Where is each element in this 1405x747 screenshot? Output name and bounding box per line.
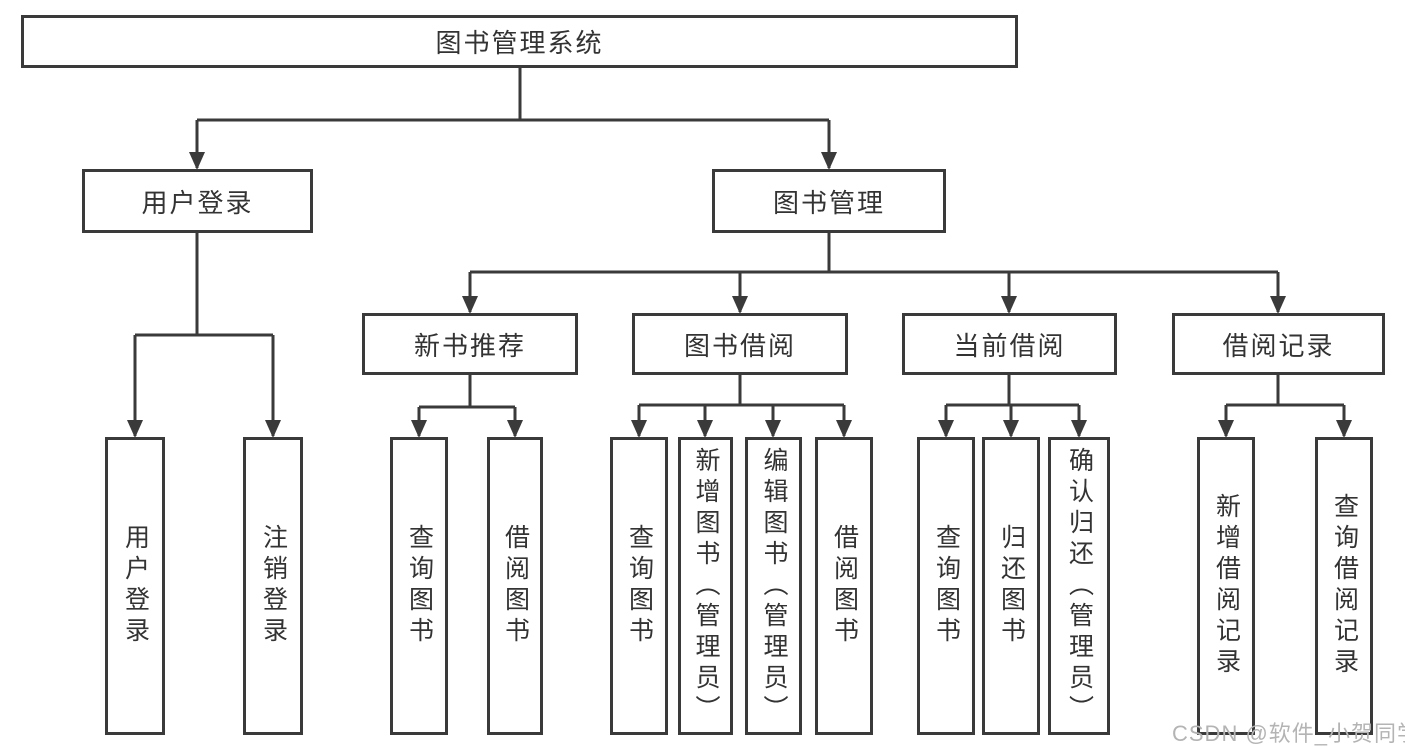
arrow-down-icon <box>1218 420 1234 438</box>
arrow-down-icon <box>265 420 281 438</box>
node-borrowing-records: 借阅记录 <box>1172 313 1385 375</box>
arrowheads <box>127 152 1352 438</box>
arrow-down-icon <box>821 152 837 170</box>
leaf-current-query-books: 查询图书 <box>917 437 975 735</box>
arrow-down-icon <box>1270 296 1286 314</box>
arrow-down-icon <box>1071 420 1087 438</box>
leaf-recommend-query-books: 查询图书 <box>390 437 448 735</box>
connector-root-to-level2 <box>195 67 831 168</box>
arrow-down-icon <box>1336 420 1352 438</box>
arrow-down-icon <box>462 296 478 314</box>
node-root-library-system: 图书管理系统 <box>21 15 1018 68</box>
node-new-book-recommend: 新书推荐 <box>362 313 578 375</box>
connector-records-to-leaves <box>1224 375 1346 436</box>
leaf-current-return-books: 归还图书 <box>982 437 1040 735</box>
arrow-down-icon <box>411 420 427 438</box>
leaf-logout: 注销登录 <box>243 437 303 735</box>
node-user-login: 用户登录 <box>82 169 313 233</box>
arrow-down-icon <box>1001 296 1017 314</box>
leaf-borrow-add-books-admin: 新增图书（管理员） <box>678 437 733 735</box>
connector-management-to-level3 <box>468 233 1280 312</box>
csdn-watermark: CSDN @软件_小贺同学 <box>1172 721 1405 746</box>
arrow-down-icon <box>765 420 781 438</box>
leaf-borrow-borrow-books: 借阅图书 <box>815 437 873 735</box>
leaf-current-confirm-return-admin: 确认归还（管理员） <box>1048 437 1110 735</box>
node-book-borrowing: 图书借阅 <box>632 313 848 375</box>
leaf-borrow-edit-books-admin: 编辑图书（管理员） <box>745 437 802 735</box>
node-book-management: 图书管理 <box>712 169 946 233</box>
arrow-down-icon <box>127 420 143 438</box>
leaf-borrow-query-books: 查询图书 <box>610 437 668 735</box>
connector-recommend-to-leaves <box>417 375 517 436</box>
arrow-down-icon <box>836 420 852 438</box>
leaf-records-query-record: 查询借阅记录 <box>1315 437 1373 735</box>
arrow-down-icon <box>507 420 523 438</box>
arrow-down-icon <box>938 420 954 438</box>
node-current-borrowing: 当前借阅 <box>902 313 1117 375</box>
arrow-down-icon <box>732 296 748 314</box>
arrow-down-icon <box>189 152 205 170</box>
leaf-user-login: 用户登录 <box>105 437 165 735</box>
leaf-recommend-borrow-books: 借阅图书 <box>487 437 543 735</box>
leaf-records-add-record: 新增借阅记录 <box>1197 437 1255 735</box>
connector-login-to-leaves <box>133 233 275 436</box>
arrow-down-icon <box>1003 420 1019 438</box>
arrow-down-icon <box>697 420 713 438</box>
connector-borrow-to-leaves <box>637 375 846 436</box>
arrow-down-icon <box>631 420 647 438</box>
